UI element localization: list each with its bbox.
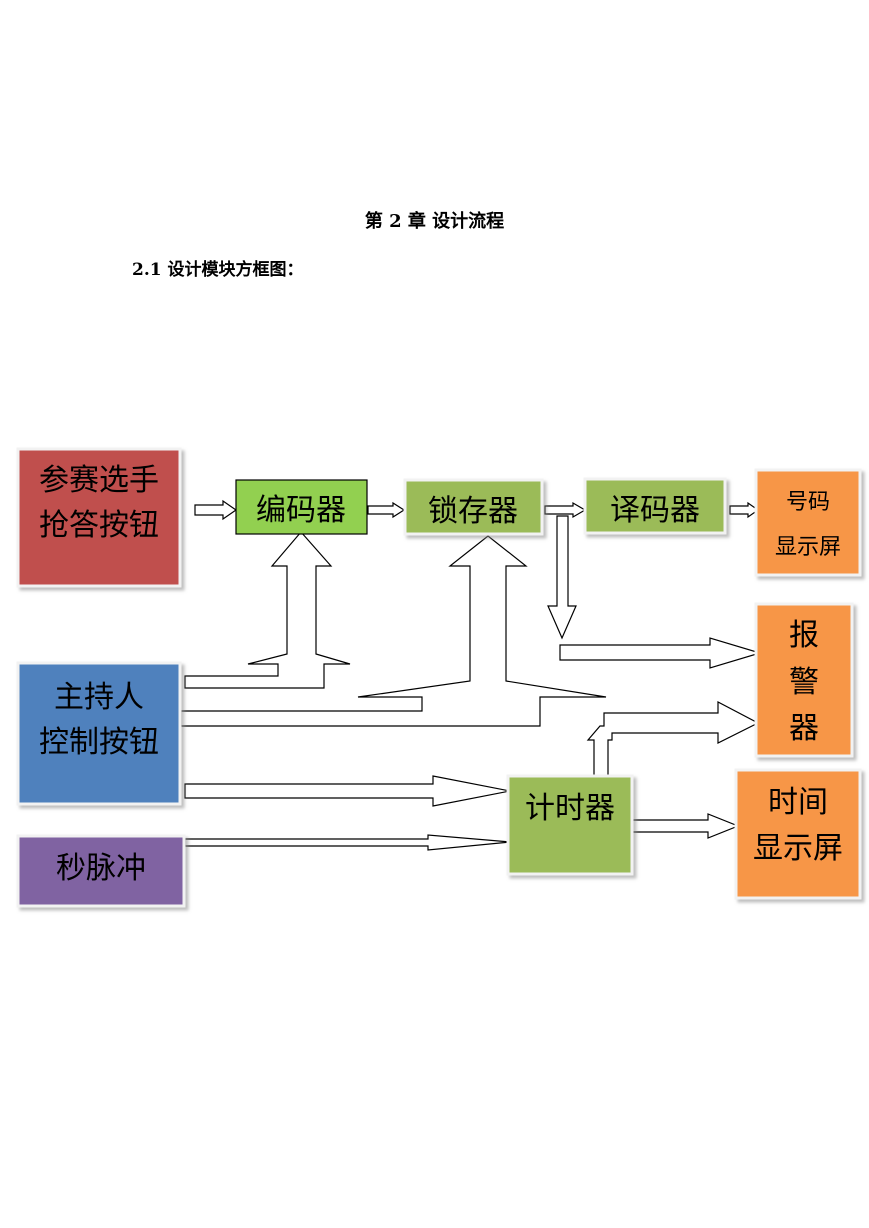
block-host-line-1: 主持人: [54, 680, 144, 715]
arrow-latch-to-alarm: [559, 637, 763, 669]
arrow-encoder-to-latch: [367, 501, 406, 519]
section-heading: 2.1 设计模块方框图：: [132, 260, 304, 280]
block-alarm-line-2: 警: [789, 665, 819, 700]
block-encoder-label: 编码器: [256, 493, 346, 528]
arrow-host-to-latch: [180, 535, 607, 727]
block-second-pulse: 秒脉冲: [16, 834, 186, 908]
arrow-latch-to-decoder: [544, 501, 587, 519]
block-host-line-2: 控制按钮: [39, 725, 159, 760]
block-alarm-line-1: 报: [789, 618, 819, 653]
block-contestant-line-1: 参赛选手: [39, 463, 159, 498]
arrow-timer-to-time-display: [631, 813, 740, 839]
block-number-display: 号码 显示屏: [754, 468, 862, 577]
arrow-timer-to-alarm: [586, 701, 760, 785]
chapter-heading: 第 2 章 设计流程: [364, 211, 505, 232]
arrow-contestant-to-encoder: [194, 499, 238, 521]
arrow-decoder-to-number-display: [729, 501, 760, 519]
block-time-display-line-2: 显示屏: [753, 831, 843, 866]
arrow-host-to-timer: [184, 775, 511, 807]
block-encoder: 编码器: [235, 479, 368, 535]
block-decoder-label: 译码器: [610, 493, 700, 528]
block-time-display: 时间 显示屏: [734, 768, 862, 900]
block-timer: 计时器: [506, 774, 634, 876]
block-decoder: 译码器: [583, 477, 727, 535]
block-latch-label: 锁存器: [428, 494, 518, 529]
arrow-pulse-to-timer: [184, 834, 511, 851]
block-contestant-buttons: 参赛选手 抢答按钮: [16, 447, 182, 588]
block-second-pulse-label: 秒脉冲: [56, 851, 146, 886]
block-latch: 锁存器: [403, 478, 544, 536]
block-number-display-line-1: 号码: [786, 490, 830, 515]
block-number-display-line-2: 显示屏: [775, 535, 841, 560]
block-host-buttons: 主持人 控制按钮: [16, 661, 182, 806]
block-time-display-line-1: 时间: [768, 785, 828, 820]
block-timer-label: 计时器: [525, 791, 615, 826]
block-alarm-line-3: 器: [789, 711, 819, 746]
arrow-latch-down: [547, 515, 577, 640]
arrow-host-to-encoder: [184, 531, 351, 689]
block-alarm: 报 警 器: [754, 602, 854, 758]
block-contestant-line-2: 抢答按钮: [39, 508, 159, 543]
